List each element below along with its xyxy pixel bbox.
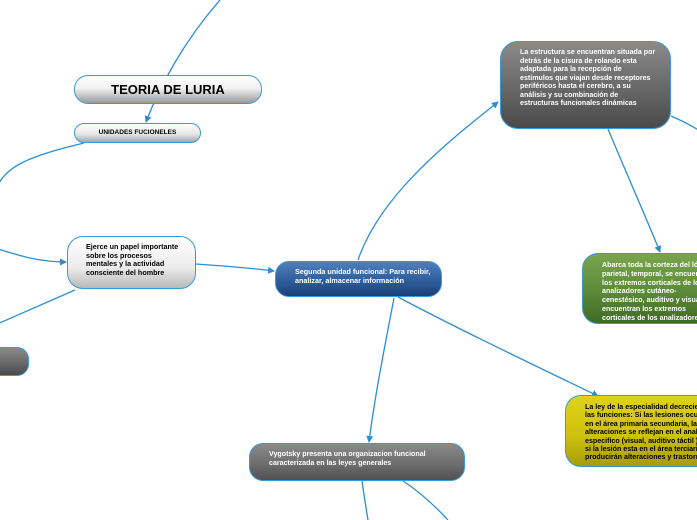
connector-left-to-ejerce	[0, 248, 67, 266]
node-abarca-corteza-text: Abarca toda la corteza del lóbulo pariet…	[602, 261, 697, 323]
connector-ejerce-to-segunda	[195, 263, 275, 274]
node-segunda-unidad[interactable]: Segunda unidad funcional: Para recibir, …	[275, 261, 442, 297]
node-ley-especialidad[interactable]: La ley de la especialidad decreciente de…	[565, 395, 697, 467]
connector-ejerce-to-left	[0, 289, 76, 324]
node-vygotsky[interactable]: Vygotsky presenta una organizacion funci…	[249, 443, 465, 481]
node-segunda-unidad-text: Segunda unidad funcional: Para recibir, …	[295, 267, 431, 285]
node-estructura-text: La estructura se encuentran situada por …	[520, 48, 656, 107]
node-unidades-funcionales[interactable]: UNIDADES FUCIONELES	[74, 123, 201, 143]
node-ejerce-papel-text: Ejerce un papel importante sobre los pro…	[86, 242, 179, 277]
connector-estructura-right	[670, 115, 697, 130]
node-teoria-de-luria[interactable]: TEORIA DE LURIA	[74, 75, 262, 104]
connector-top-to-title	[144, 0, 221, 123]
node-unidades-funcionales-text: UNIDADES FUCIONELES	[98, 129, 177, 136]
connector-segunda-to-ley	[397, 296, 599, 397]
node-teoria-de-luria-text: TEORIA DE LURIA	[111, 82, 225, 97]
node-ley-especialidad-text: La ley de la especialidad decreciente de…	[585, 403, 697, 462]
node-estructura[interactable]: La estructura se encuentran situada por …	[500, 41, 671, 129]
connector-segunda-to-vygotsky	[366, 297, 395, 443]
node-abarca-corteza[interactable]: Abarca toda la corteza del lóbulo pariet…	[582, 253, 697, 324]
connector-vygotsky-down-1	[361, 480, 369, 520]
connector-vygotsky-down-2	[402, 480, 449, 520]
connector-units-left	[0, 142, 85, 184]
node-vygotsky-text: Vygotsky presenta una organizacion funci…	[269, 450, 426, 467]
connector-segunda-to-estructura	[357, 101, 499, 261]
node-left-partial[interactable]	[0, 347, 29, 376]
node-ejerce-papel[interactable]: Ejerce un papel importante sobre los pro…	[67, 236, 196, 289]
connector-estructura-to-abarca	[607, 128, 661, 253]
